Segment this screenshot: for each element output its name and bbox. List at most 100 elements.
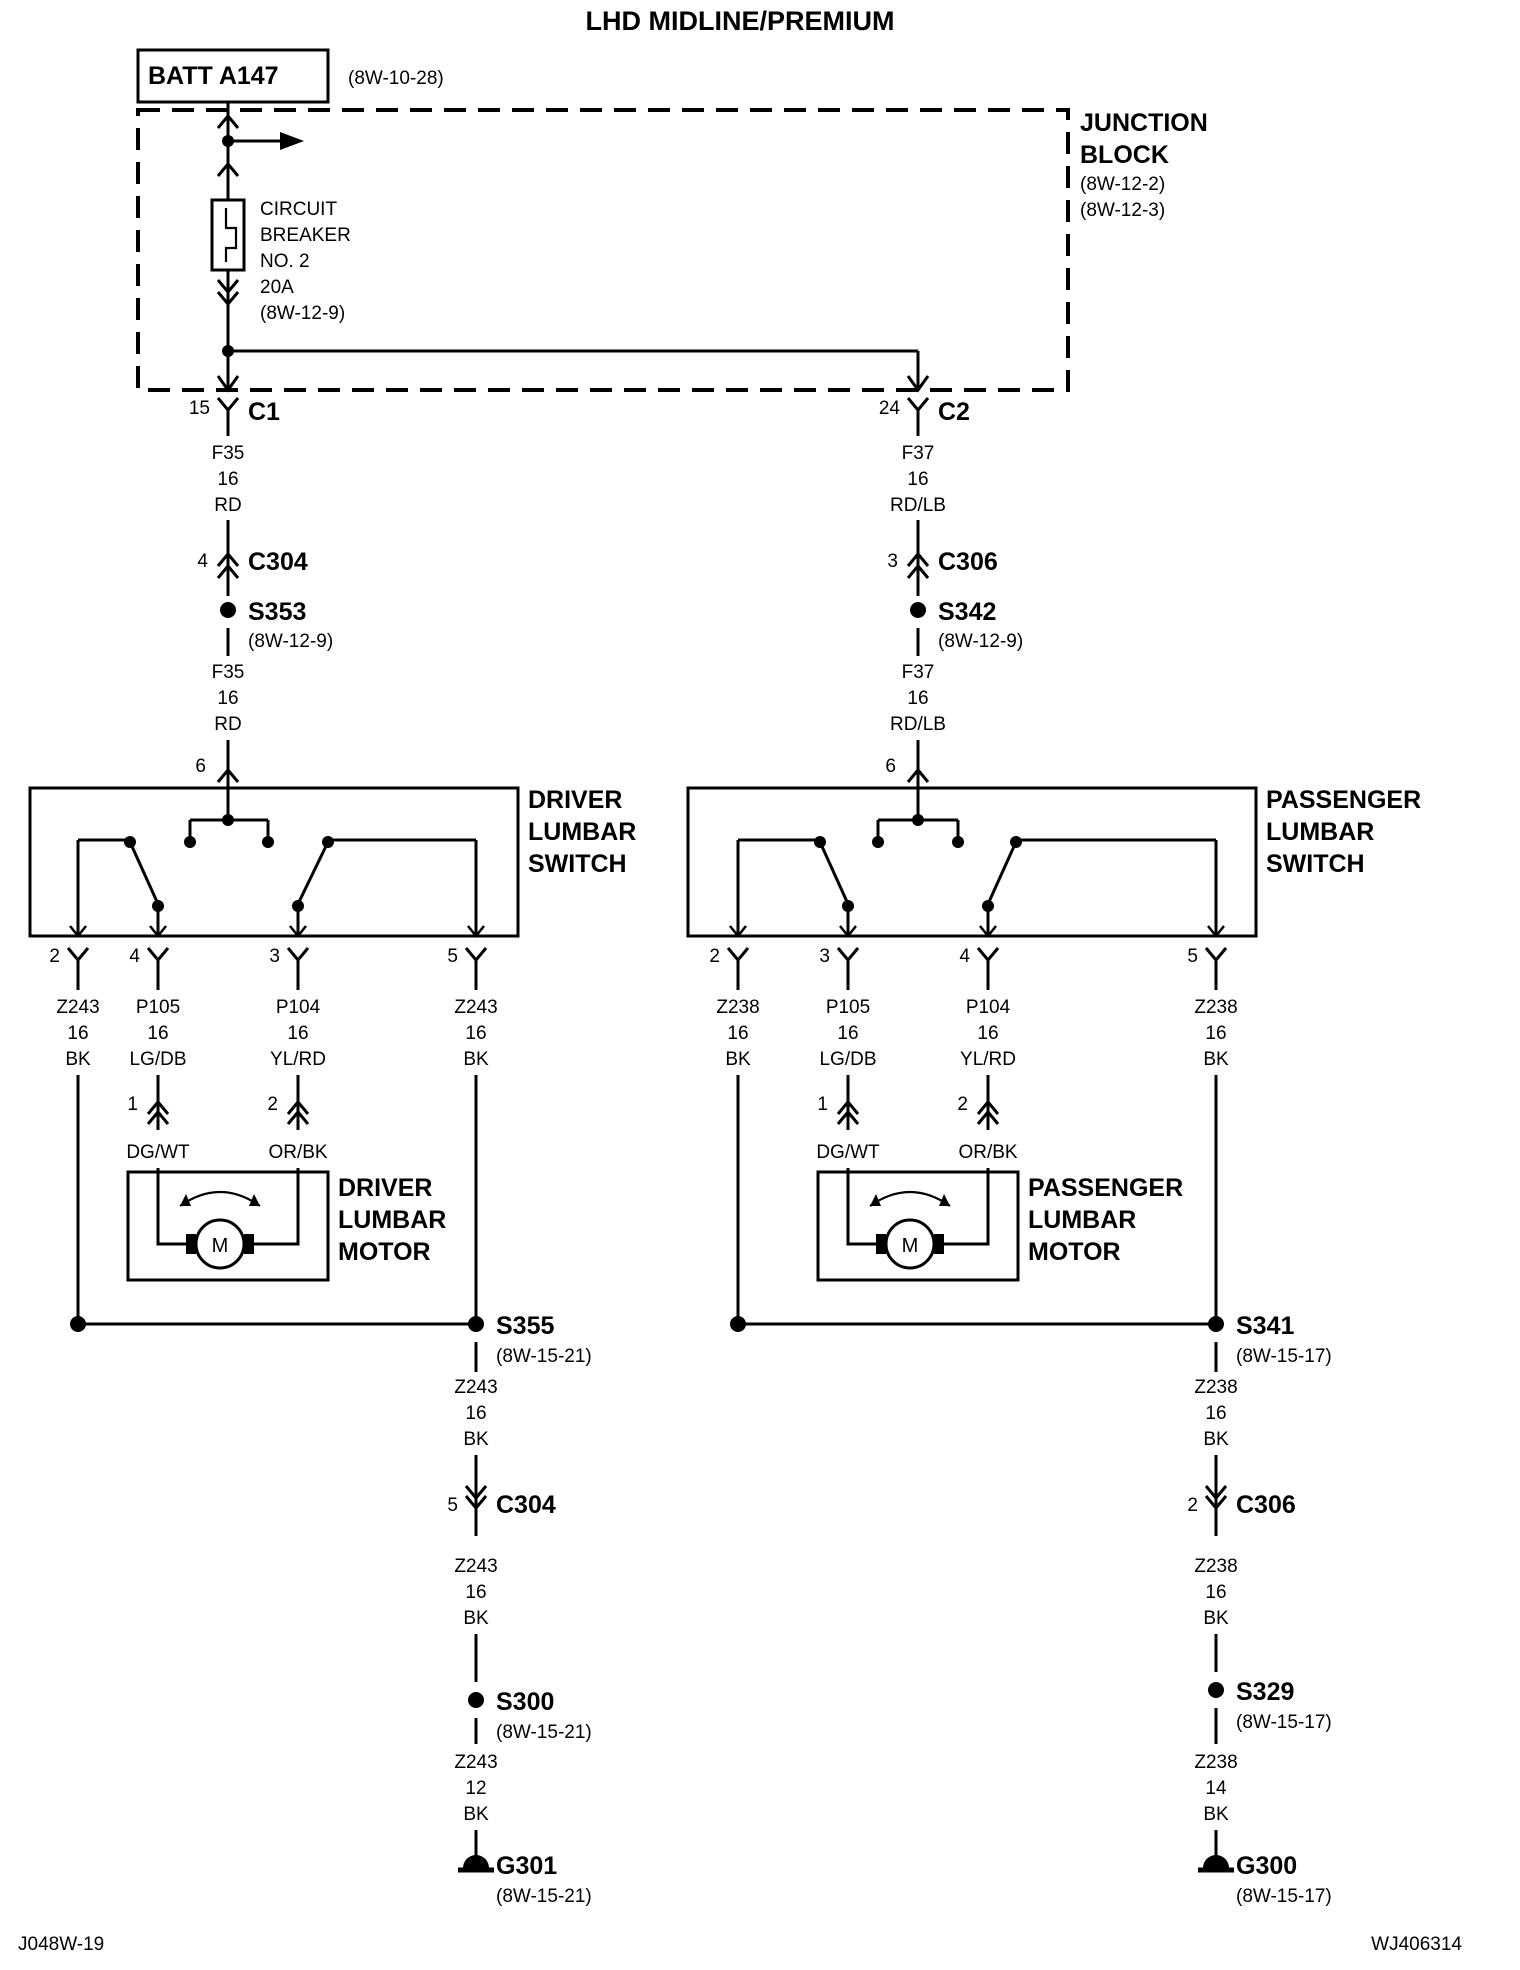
passenger-s329-name: S329 xyxy=(1236,1678,1294,1706)
passenger-feed2-gauge: 16 xyxy=(907,688,928,709)
driver-pin-c: 3 xyxy=(269,946,280,967)
junction-block-ref-2: (8W-12-3) xyxy=(1080,200,1165,221)
passenger-motor-box xyxy=(816,1170,1020,1282)
passenger-gw3-color: BK xyxy=(1203,1804,1229,1825)
driver-s300-ref: (8W-15-21) xyxy=(496,1722,592,1743)
passenger-switch-pin-6: 6 xyxy=(885,756,896,777)
driver-gw1-circuit: Z243 xyxy=(454,1377,497,1398)
driver-feed2-gauge: 16 xyxy=(217,688,238,709)
passenger-motor-color-2: OR/BK xyxy=(958,1142,1017,1163)
passenger-gw3-gauge: 14 xyxy=(1205,1778,1227,1799)
driver-s355-name: S355 xyxy=(496,1312,554,1340)
passenger-feed-circuit-id: F37 xyxy=(902,443,935,464)
driver-s355-ref: (8W-15-21) xyxy=(496,1346,592,1367)
passenger-c2-pin: 24 xyxy=(879,398,901,419)
junction-block-ref-1: (8W-12-2) xyxy=(1080,174,1165,195)
driver-gw1-gauge: 16 xyxy=(465,1403,486,1424)
driver-switch-label-1: DRIVER xyxy=(528,786,622,814)
driver-w2-circuit: P105 xyxy=(136,997,180,1018)
driver-s353-dot xyxy=(220,602,236,618)
driver-s300-name: S300 xyxy=(496,1688,554,1716)
passenger-gw1-color: BK xyxy=(1203,1429,1229,1450)
driver-feed2-color: RD xyxy=(214,714,241,735)
passenger-w1-circuit: Z238 xyxy=(716,997,759,1018)
passenger-s342-dot xyxy=(910,602,926,618)
passenger-s342-name: S342 xyxy=(938,598,996,626)
driver-pin-d: 5 xyxy=(447,946,458,967)
passenger-motor-pin-1: 1 xyxy=(817,1094,828,1115)
passenger-w1-color: BK xyxy=(725,1049,751,1070)
passenger-motor-m: M xyxy=(902,1235,919,1257)
passenger-c306-ground-pin: 2 xyxy=(1187,1495,1198,1516)
junction-block-label-2: BLOCK xyxy=(1080,141,1169,169)
driver-switch-outputs: 2 4 3 5 Z243 16 BK P105 16 LG/DB P104 16… xyxy=(49,946,498,1322)
passenger-w2-color: LG/DB xyxy=(819,1049,876,1070)
passenger-motor-label-1: PASSENGER xyxy=(1028,1174,1183,1202)
driver-motor-color-2: OR/BK xyxy=(268,1142,327,1163)
driver-w2-color: LG/DB xyxy=(129,1049,186,1070)
driver-gw3-gauge: 12 xyxy=(465,1778,486,1799)
driver-gw2-color: BK xyxy=(463,1608,489,1629)
passenger-w4-circuit: Z238 xyxy=(1194,997,1237,1018)
passenger-switch-label-2: LUMBAR xyxy=(1266,818,1374,846)
driver-feed-gauge: 16 xyxy=(217,469,238,490)
driver-c1-name: C1 xyxy=(248,398,280,426)
circuit-breaker-label: CIRCUIT BREAKER NO. 2 20A (8W-12-9) xyxy=(260,199,351,324)
passenger-w3-circuit: P104 xyxy=(966,997,1011,1018)
driver-motor-label-2: LUMBAR xyxy=(338,1206,446,1234)
passenger-feed-circuit: 24 C2 F37 16 RD/LB 3 C306 S342 (8W-12-9)… xyxy=(879,396,1023,820)
driver-switch-internals xyxy=(69,795,485,939)
driver-w3-circuit: P104 xyxy=(276,997,321,1018)
footer-right-code: WJ406314 xyxy=(1371,1934,1462,1955)
diagram-title: LHD MIDLINE/PREMIUM xyxy=(586,6,895,36)
passenger-gw3-circuit: Z238 xyxy=(1194,1752,1237,1773)
passenger-feed2-color: RD/LB xyxy=(890,714,946,735)
passenger-motor-color-1: DG/WT xyxy=(816,1142,880,1163)
driver-c304-ground-name: C304 xyxy=(496,1491,556,1519)
passenger-motor-symbol: M xyxy=(846,1168,990,1270)
passenger-w1-gauge: 16 xyxy=(727,1023,748,1044)
driver-s353-name: S353 xyxy=(248,598,306,626)
passenger-switch-label-3: SWITCH xyxy=(1266,850,1365,878)
driver-feed-color: RD xyxy=(214,495,241,516)
passenger-s341-ref: (8W-15-17) xyxy=(1236,1346,1332,1367)
passenger-pin-d: 5 xyxy=(1187,946,1198,967)
passenger-feed2-circuit-id: F37 xyxy=(902,662,935,683)
passenger-motor-label-3: MOTOR xyxy=(1028,1238,1121,1266)
footer-left-code: J048W-19 xyxy=(18,1934,104,1955)
passenger-w3-color: YL/RD xyxy=(960,1049,1016,1070)
driver-switch-label-2: LUMBAR xyxy=(528,818,636,846)
passenger-switch-box xyxy=(686,786,1258,938)
driver-motor-symbol: M xyxy=(156,1168,300,1270)
driver-motor-color-1: DG/WT xyxy=(126,1142,190,1163)
passenger-motor-pin-2: 2 xyxy=(957,1094,968,1115)
driver-gw2-circuit: Z243 xyxy=(454,1556,497,1577)
driver-w1-color: BK xyxy=(65,1049,91,1070)
passenger-w4-color: BK xyxy=(1203,1049,1229,1070)
driver-switch-box xyxy=(28,786,520,938)
junction-block-feed xyxy=(210,102,930,393)
passenger-c306-name: C306 xyxy=(938,548,998,576)
driver-feed2-circuit-id: F35 xyxy=(212,662,245,683)
driver-gw3-circuit: Z243 xyxy=(454,1752,497,1773)
driver-w4-gauge: 16 xyxy=(465,1023,486,1044)
driver-g301-ref: (8W-15-21) xyxy=(496,1886,592,1907)
breaker-line-2: BREAKER xyxy=(260,225,351,246)
passenger-c306-pin: 3 xyxy=(887,551,898,572)
battery-ref: (8W-10-28) xyxy=(348,68,444,89)
driver-pin-b: 4 xyxy=(129,946,140,967)
driver-w4-color: BK xyxy=(463,1049,489,1070)
breaker-line-1: CIRCUIT xyxy=(260,199,337,220)
driver-c304-ground-pin: 5 xyxy=(447,1495,458,1516)
driver-gw2-gauge: 16 xyxy=(465,1582,486,1603)
passenger-gw2-color: BK xyxy=(1203,1608,1229,1629)
driver-motor-label-3: MOTOR xyxy=(338,1238,431,1266)
breaker-line-4: 20A xyxy=(260,277,294,298)
driver-feed-circuit: 15 C1 F35 16 RD 4 C304 S353 (8W-12-9) F3… xyxy=(189,396,333,820)
driver-motor-m: M xyxy=(212,1235,229,1257)
passenger-g300-ref: (8W-15-17) xyxy=(1236,1886,1332,1907)
driver-gw1-color: BK xyxy=(463,1429,489,1450)
driver-w4-circuit: Z243 xyxy=(454,997,497,1018)
passenger-s329-ref: (8W-15-17) xyxy=(1236,1712,1332,1733)
